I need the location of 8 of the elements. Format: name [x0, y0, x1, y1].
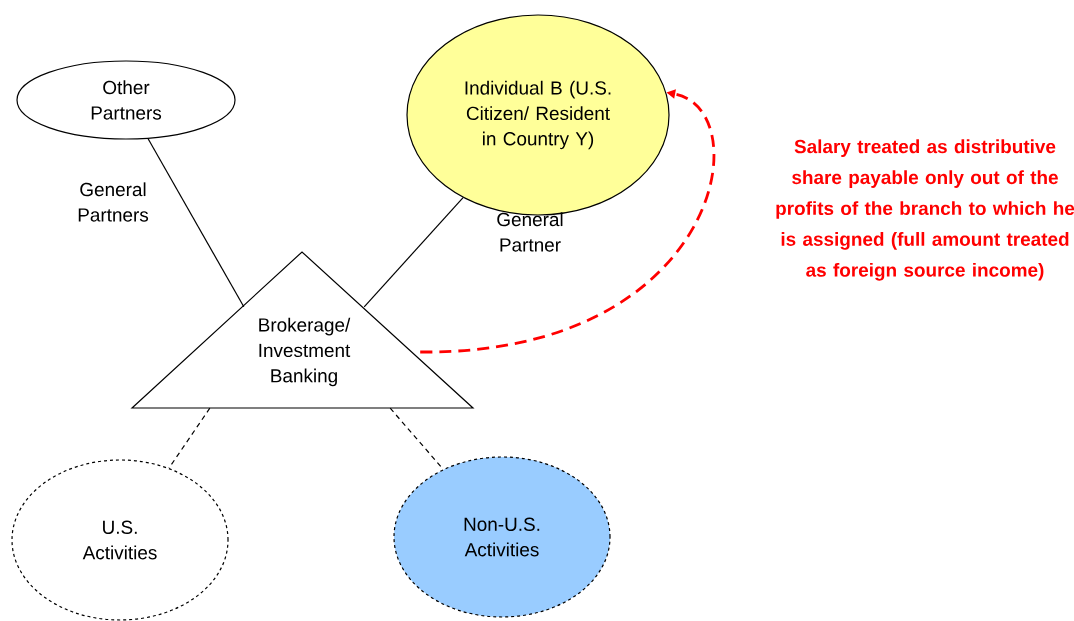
ellipse-node: U.S. Activities [11, 459, 229, 621]
ellipse-node: Non-U.S. Activities [393, 456, 611, 618]
note-text: Salary treated as distributive share payable only out of the profits of the branch to which he is assigned (full amount treated as foreign source income) [776, 139, 1074, 281]
ellipse-node: Other Partners [16, 60, 236, 140]
edge-label: General Partners [78, 182, 149, 222]
arrow [420, 89, 715, 354]
connector-line [363, 197, 464, 308]
connector-line [147, 138, 245, 308]
